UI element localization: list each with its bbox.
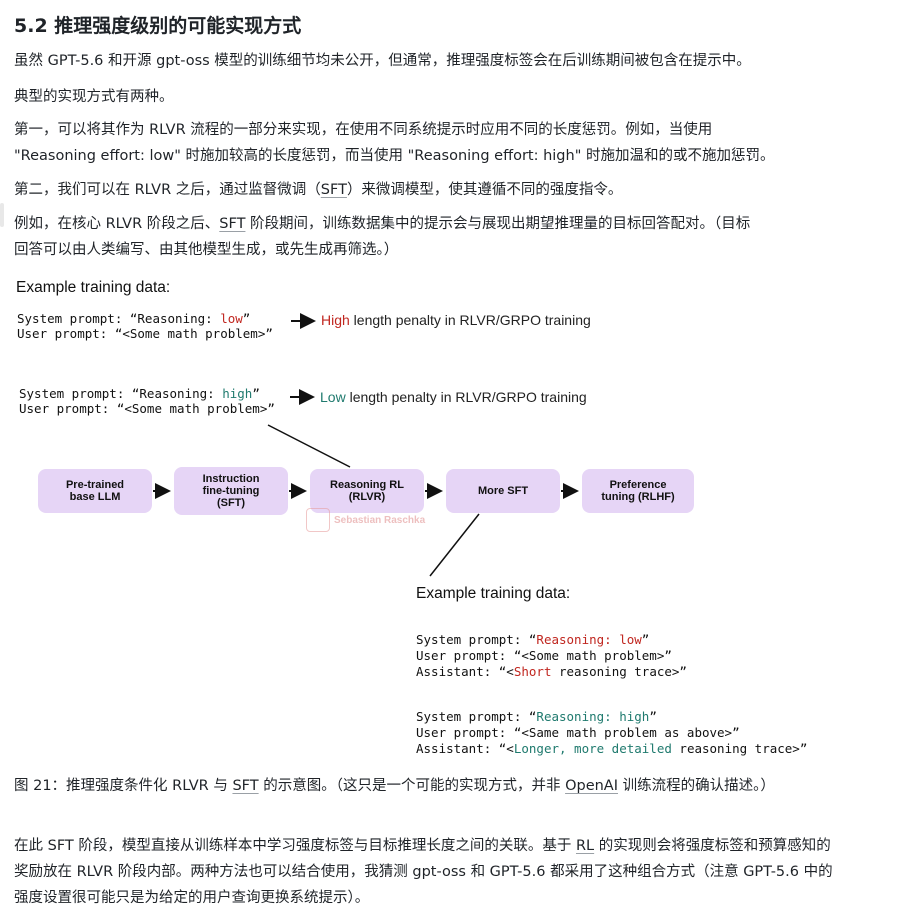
stage-label: (SFT) bbox=[216, 497, 246, 509]
stage-label: More SFT bbox=[477, 485, 529, 497]
example-title-top: Example training data: bbox=[16, 279, 171, 296]
system-prompt-label: System prompt: “ bbox=[416, 632, 537, 647]
stage-label: Reasoning RL bbox=[330, 479, 404, 491]
trace-text: reasoning trace>” bbox=[551, 664, 687, 679]
closing-text-b: 的实现则会将强度标签和预算感知的奖励放在 RLVR 阶段内部。两种方法也可以结合… bbox=[14, 838, 833, 906]
short-label: Short bbox=[513, 664, 552, 679]
scroll-edge-marker bbox=[0, 203, 4, 227]
high-label: High bbox=[321, 312, 350, 328]
example-3b-system: System prompt: “Reasoning: high” bbox=[416, 709, 657, 725]
watermark-logo-icon bbox=[306, 508, 330, 532]
paragraph-5-text-b: 阶段期间，训练数据集中的提示会与展现出期望推理量的目标回答配对。（目标 bbox=[245, 216, 751, 232]
reasoning-level-low: low bbox=[220, 311, 243, 326]
paragraph-5-line-1: 例如，在核心 RLVR 阶段之后、SFT 阶段期间，训练数据集中的提示会与展现出… bbox=[14, 211, 874, 237]
example-3a-user: User prompt: “<Some math problem>” bbox=[416, 648, 672, 663]
paragraph-1: 虽然 GPT-5.6 和开源 gpt-oss 模型的训练细节均未公开，但通常，推… bbox=[14, 53, 751, 69]
caption-text-c: 训练流程的确认描述。） bbox=[618, 778, 775, 794]
stage-label: Instruction bbox=[202, 473, 260, 485]
system-prompt-label: System prompt: “ bbox=[416, 709, 537, 724]
connector-to-rlvr bbox=[267, 424, 351, 468]
sft-term[interactable]: SFT bbox=[219, 216, 246, 232]
stage-more-sft: More SFT bbox=[446, 469, 560, 513]
trace-text: reasoning trace>” bbox=[671, 741, 808, 756]
annotation-text: length penalty in RLVR/GRPO training bbox=[345, 389, 587, 405]
sft-term[interactable]: SFT bbox=[232, 778, 259, 794]
closing-paragraph: 在此 SFT 阶段，模型直接从训练样本中学习强度标签与目标推理长度之间的关联。基… bbox=[14, 833, 844, 911]
reasoning-level-high: high bbox=[222, 386, 253, 401]
quote-close: ” bbox=[649, 709, 657, 724]
rl-term[interactable]: RL bbox=[575, 838, 595, 854]
example-1-system-prompt: System prompt: “Reasoning: low” bbox=[17, 311, 250, 327]
low-label: Low bbox=[320, 389, 346, 405]
longer-label: Longer, more detailed bbox=[513, 741, 672, 756]
figure-caption: 图 21：推理强度条件化 RLVR 与 SFT 的示意图。（这只是一个可能的实现… bbox=[14, 773, 834, 799]
quote-close: ” bbox=[242, 311, 251, 326]
stage-label: (RLVR) bbox=[348, 491, 386, 503]
paragraph-3-line-1: 第一，可以将其作为 RLVR 流程的一部分来实现，在使用不同系统提示时应用不同的… bbox=[14, 122, 713, 138]
paragraph-3-line-2: "Reasoning effort: low" 时施加较高的长度惩罚，而当使用 … bbox=[14, 148, 775, 164]
paragraph-2: 典型的实现方式有两种。 bbox=[14, 89, 174, 105]
stage-label: Pre-trained bbox=[65, 479, 125, 491]
paragraph-4: 第二，我们可以在 RLVR 之后，通过监督微调（SFT）来微调模型，使其遵循不同… bbox=[14, 177, 874, 203]
stage-label: Preference bbox=[609, 479, 667, 491]
example-3a-assistant: Assistant: “<Short reasoning trace>” bbox=[416, 664, 687, 680]
closing-text-a: 在此 SFT 阶段，模型直接从训练样本中学习强度标签与目标推理长度之间的关联。基… bbox=[14, 838, 576, 854]
annotation-low-penalty: Low length penalty in RLVR/GRPO training bbox=[320, 389, 587, 405]
annotation-text: length penalty in RLVR/GRPO training bbox=[349, 312, 591, 328]
example-2-user-prompt: User prompt: “<Some math problem>” bbox=[19, 401, 275, 416]
system-prompt-label: System prompt: “Reasoning: bbox=[19, 386, 223, 401]
paragraph-4-text-a: 第二，我们可以在 RLVR 之后，通过监督微调（ bbox=[14, 182, 321, 198]
quote-close: ” bbox=[252, 386, 260, 401]
paragraph-5-line-2: 回答可以由人类编写、由其他模型生成，或先生成再筛选。） bbox=[14, 242, 399, 258]
assistant-label: Assistant: “< bbox=[416, 741, 514, 756]
reasoning-level-low: Reasoning: low bbox=[536, 632, 642, 647]
example-title-bottom: Example training data: bbox=[416, 585, 571, 602]
openai-term[interactable]: OpenAI bbox=[565, 778, 619, 794]
reasoning-level-high: Reasoning: high bbox=[536, 709, 650, 724]
connector-from-more-sft bbox=[429, 513, 480, 577]
stage-label: base LLM bbox=[69, 491, 121, 503]
watermark-text: Sebastian Raschka bbox=[334, 514, 426, 526]
system-prompt-label: System prompt: “Reasoning: bbox=[17, 311, 221, 326]
stage-label: fine-tuning bbox=[202, 485, 260, 497]
example-1-user-prompt: User prompt: “<Some math problem>” bbox=[17, 326, 273, 341]
example-2-system-prompt: System prompt: “Reasoning: high” bbox=[19, 386, 260, 402]
stage-reasoning-rl: Reasoning RL(RLVR) bbox=[310, 469, 424, 513]
assistant-label: Assistant: “< bbox=[416, 664, 514, 679]
sft-term[interactable]: SFT bbox=[320, 182, 347, 198]
watermark: Sebastian Raschka bbox=[306, 508, 425, 532]
caption-text-b: 的示意图。（这只是一个可能的实现方式，并非 bbox=[258, 778, 566, 794]
example-3b-user: User prompt: “<Same math problem as abov… bbox=[416, 725, 740, 740]
paragraph-4-text-b: ）来微调模型，使其遵循不同的强度指令。 bbox=[346, 182, 623, 198]
section-heading: 5.2 推理强度级别的可能实现方式 bbox=[14, 15, 302, 37]
quote-close: ” bbox=[641, 632, 650, 647]
caption-text-a: 图 21：推理强度条件化 RLVR 与 bbox=[14, 778, 233, 794]
stage-label: tuning (RLHF) bbox=[601, 491, 675, 503]
example-3b-assistant: Assistant: “<Longer, more detailed reaso… bbox=[416, 741, 807, 757]
paragraph-5-text-a: 例如，在核心 RLVR 阶段之后、 bbox=[14, 216, 220, 232]
annotation-high-penalty: High length penalty in RLVR/GRPO trainin… bbox=[321, 312, 591, 328]
example-3a-system: System prompt: “Reasoning: low” bbox=[416, 632, 649, 648]
